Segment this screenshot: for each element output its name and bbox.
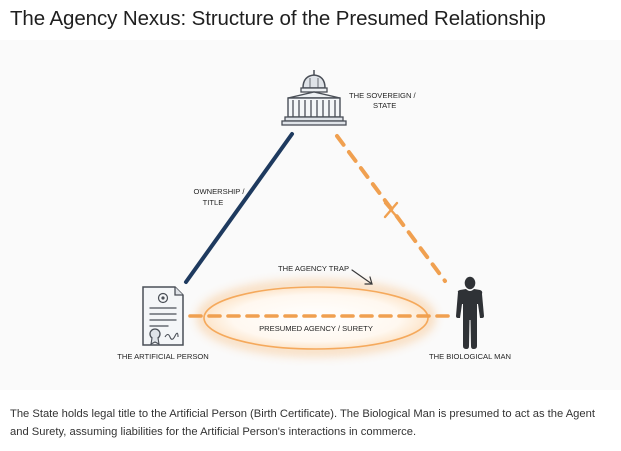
- figure-caption: The State holds legal title to the Artif…: [10, 408, 595, 438]
- biological-man-label: THE BIOLOGICAL MAN: [429, 352, 511, 361]
- agency-trap-arrow: [351, 269, 373, 285]
- ownership-label-line2: TITLE: [203, 198, 224, 207]
- agency-trap-oval: [197, 280, 435, 356]
- ownership-label-line1: OWNERSHIP /: [194, 187, 246, 196]
- severed-cross-icon: [383, 201, 399, 219]
- agency-trap-label: THE AGENCY TRAP: [278, 264, 349, 273]
- sovereign-label-line2: STATE: [373, 101, 396, 110]
- capitol-building-icon: [281, 70, 347, 126]
- ownership-edge: [184, 132, 294, 284]
- presumed-agency-label: PRESUMED AGENCY / SURETY: [259, 324, 373, 333]
- sovereign-label-line1: THE SOVEREIGN /: [349, 91, 417, 100]
- diagram-title: The Agency Nexus: Structure of the Presu…: [10, 7, 546, 30]
- artificial-person-label: THE ARTIFICIAL PERSON: [117, 352, 209, 361]
- human-silhouette-icon: [456, 276, 484, 349]
- certificate-document-icon: [142, 286, 184, 346]
- agency-nexus-diagram: THE SOVEREIGN / STATE OWNERSHIP / TITLE …: [117, 70, 511, 361]
